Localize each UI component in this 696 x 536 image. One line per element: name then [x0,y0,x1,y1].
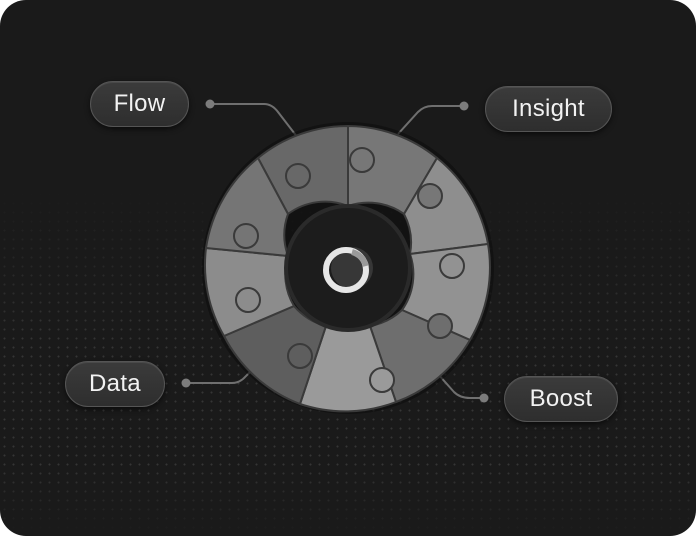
ring-loader-icon [323,247,373,293]
connector-insight-dot [459,101,469,111]
knob-2 [349,147,375,173]
knob-3 [417,183,443,209]
puzzle-ring [203,124,491,413]
connector-flow [210,103,299,139]
knob-7 [287,343,313,369]
puzzle-piece-upper-left [204,156,290,258]
knob-5 [427,313,453,339]
connector-data-dot [181,378,191,388]
puzzle-knobs [233,147,465,393]
knob-1 [285,163,311,189]
connector-boost [437,373,484,399]
label-boost: Boost [504,376,618,422]
label-flow: Flow [90,81,189,127]
label-data: Data [65,361,165,407]
label-insight: Insight [485,86,612,132]
knob-4 [439,253,465,279]
connectors [181,99,489,403]
connector-insight [397,105,464,135]
connector-data [186,369,253,384]
connector-boost-dot [479,393,489,403]
knob-6 [369,367,395,393]
knob-8 [235,287,261,313]
ring-inner-edge [284,204,412,332]
connector-flow-dot [205,99,215,109]
knob-9 [233,223,259,249]
